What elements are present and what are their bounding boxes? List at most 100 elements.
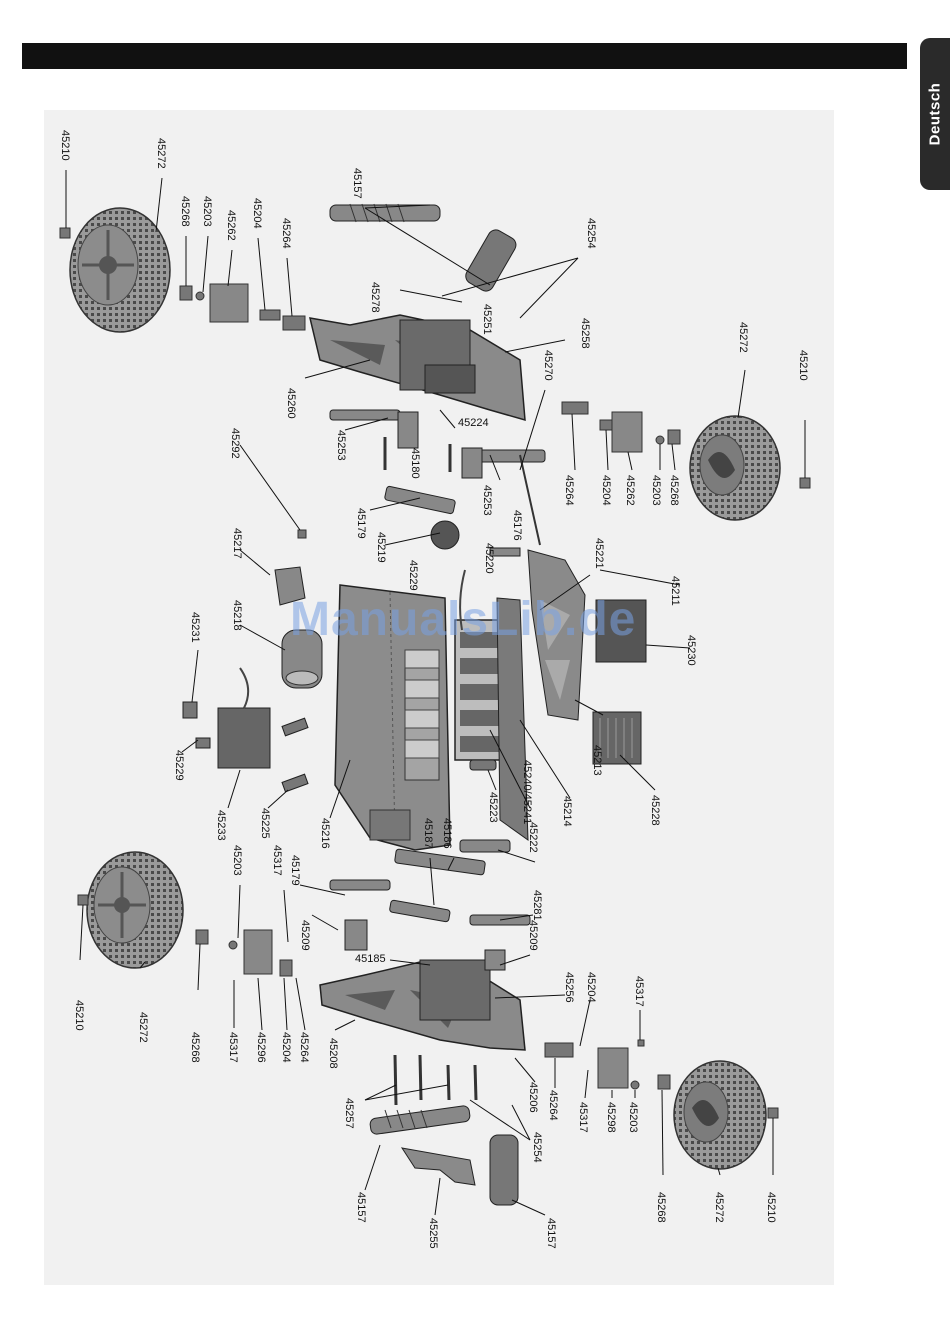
label-45203-b: 45203	[650, 475, 662, 506]
label-45210-c: 45210	[73, 1000, 85, 1031]
label-45209-a: 45209	[299, 920, 311, 951]
label-45219: 45219	[375, 532, 387, 563]
part-labels: 45210 45272 45268 45203 45262 45204 4526…	[59, 130, 809, 1249]
label-45203-d: 45203	[627, 1102, 639, 1133]
label-45224: 45224	[458, 417, 489, 429]
label-45186: 45186	[441, 818, 453, 849]
wheel-rear-left	[86, 851, 184, 969]
label-45210-d: 45210	[765, 1192, 777, 1223]
label-45180: 45180	[409, 448, 421, 479]
label-45251: 45251	[481, 304, 493, 335]
label-45272-b: 45272	[737, 322, 749, 353]
chassis-plate	[334, 584, 451, 851]
rear-linkage-parts	[329, 839, 531, 1106]
label-45210-b: 45210	[797, 350, 809, 381]
label-45258: 45258	[579, 318, 591, 349]
label-45206: 45206	[527, 1082, 539, 1113]
label-45264-b: 45264	[563, 475, 575, 506]
language-tab[interactable]: Deutsch	[920, 38, 950, 190]
label-45272-c: 45272	[137, 1012, 149, 1043]
label-45229-b: 45229	[173, 750, 185, 781]
label-45185: 45185	[355, 953, 386, 965]
label-45204-a: 45204	[251, 198, 263, 229]
label-45157-b: 45157	[355, 1192, 367, 1223]
label-45208: 45208	[327, 1038, 339, 1069]
label-45203-a: 45203	[201, 196, 213, 227]
header-bar	[22, 43, 907, 69]
label-45210-a: 45210	[59, 130, 71, 161]
label-45317-d: 45317	[577, 1102, 589, 1133]
rear-shock-absorbers	[369, 1105, 519, 1206]
label-45157-a: 45157	[351, 168, 363, 199]
label-45233: 45233	[215, 810, 227, 841]
label-45257: 45257	[343, 1098, 355, 1129]
label-45268-b: 45268	[668, 475, 680, 506]
small-brackets	[182, 701, 497, 793]
label-45222: 45222	[527, 822, 539, 853]
label-45230: 45230	[685, 635, 697, 666]
label-45213: 45213	[591, 745, 603, 776]
label-45216: 45216	[319, 818, 331, 849]
label-45204-b: 45204	[600, 475, 612, 506]
label-45317-a: 45317	[271, 845, 283, 876]
battery-holder-frame	[496, 549, 586, 841]
label-45211: 45211	[669, 576, 681, 606]
label-45231: 45231	[189, 612, 201, 643]
label-45262-a: 45262	[225, 210, 237, 241]
label-45278: 45278	[369, 282, 381, 313]
label-45204-c: 45204	[585, 972, 597, 1003]
wheel-front-left	[69, 207, 171, 333]
label-45262-b: 45262	[624, 475, 636, 506]
watermark-text: ManualsLib.de	[290, 593, 637, 646]
label-45272-a: 45272	[155, 138, 167, 169]
label-45298: 45298	[605, 1102, 617, 1133]
label-45179-b: 45179	[289, 855, 301, 886]
label-45176: 45176	[511, 510, 523, 541]
label-45268-c: 45268	[189, 1032, 201, 1063]
label-45229-a: 45229	[407, 560, 419, 591]
label-45264-a: 45264	[280, 218, 292, 249]
label-45223: 45223	[487, 792, 499, 823]
rear-suspension-arm	[319, 959, 526, 1051]
servo	[217, 667, 271, 769]
label-45264-d: 45264	[547, 1090, 559, 1121]
label-45214: 45214	[561, 796, 573, 827]
label-45218: 45218	[231, 600, 243, 631]
small-hardware	[59, 227, 811, 1119]
label-45254-b: 45254	[531, 1132, 543, 1163]
label-45225: 45225	[259, 808, 271, 839]
speed-controller-box	[592, 711, 642, 765]
label-45217: 45217	[231, 528, 243, 559]
front-suspension-arm	[309, 314, 526, 422]
leader-lines	[65, 170, 806, 1216]
receiver-box	[595, 599, 647, 663]
label-45209-b: 45209	[527, 920, 539, 951]
label-45254-a: 45254	[585, 218, 597, 249]
label-45260: 45260	[285, 388, 297, 419]
label-45240-45241: 45240/45241	[521, 760, 533, 824]
label-45281: 45281	[531, 890, 543, 921]
label-45228: 45228	[649, 795, 661, 826]
label-45203-c: 45203	[231, 845, 243, 876]
label-45272-d: 45272	[713, 1192, 725, 1223]
label-45253-a: 45253	[335, 430, 347, 461]
label-45157-c: 45157	[545, 1218, 557, 1249]
label-45220: 45220	[483, 543, 495, 574]
label-45317-b: 45317	[633, 976, 645, 1007]
motor-mount	[274, 566, 306, 606]
label-45179-a: 45179	[355, 508, 367, 539]
front-shock-absorber	[329, 203, 517, 292]
label-45292: 45292	[229, 428, 241, 459]
label-45264-c: 45264	[298, 1032, 310, 1063]
label-45255: 45255	[427, 1218, 439, 1249]
label-45221: 45221	[593, 538, 605, 569]
label-45317-c: 45317	[227, 1032, 239, 1063]
label-45270: 45270	[542, 350, 554, 381]
label-45268-d: 45268	[655, 1192, 667, 1223]
label-45253-b: 45253	[481, 485, 493, 516]
front-linkage-parts	[329, 409, 546, 557]
label-45296: 45296	[255, 1032, 267, 1063]
wheel-rear-right	[673, 1060, 767, 1170]
motor	[281, 629, 323, 689]
